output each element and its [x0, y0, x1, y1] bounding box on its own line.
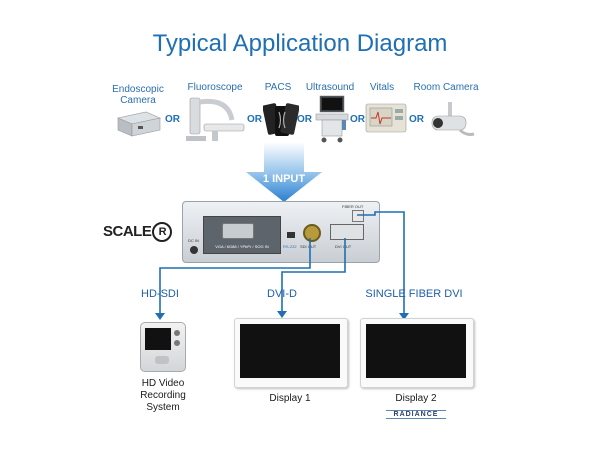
- dvi-out-label: DVI OUT: [335, 244, 352, 249]
- output-label-single-fiber-dvi: SINGLE FIBER DVI: [365, 288, 463, 300]
- source-label-pacs: PACS: [264, 82, 292, 93]
- source-label-endoscopic-camera: Endoscopic Camera: [112, 84, 164, 106]
- source-label-vitals: Vitals: [369, 82, 395, 93]
- dc-in-label: DC IN: [188, 238, 199, 243]
- room-camera-icon: [431, 102, 475, 136]
- pacs-icon: [263, 103, 299, 136]
- or-label: OR: [409, 114, 424, 125]
- page-title: Typical Application Diagram: [152, 30, 448, 57]
- sdi-out-label: SDI OUT: [300, 244, 317, 249]
- fiber-out-label: FIBER OUT: [342, 204, 364, 209]
- rs232-label: RS-232: [283, 244, 297, 249]
- recorder-dpad-icon: [155, 356, 169, 364]
- recorder-screen: [145, 328, 171, 350]
- ultrasound-icon: [315, 95, 349, 143]
- fiber-out-port: [352, 210, 364, 222]
- or-label: OR: [350, 114, 365, 125]
- caption-display-2: Display 2: [395, 393, 437, 404]
- endoscopic-camera-icon: [117, 111, 161, 137]
- output-label-hd-sdi: HD-SDI: [141, 288, 179, 300]
- dvi-out-port: [330, 224, 364, 240]
- or-label: OR: [297, 114, 312, 125]
- display-1-screen: [240, 324, 340, 378]
- caption-hd-video-recording-system: HD Video Recording System: [140, 378, 186, 413]
- fluoroscope-icon: [186, 97, 245, 141]
- recorder-button-icon: [174, 330, 180, 336]
- source-label-ultrasound: Ultrasound: [305, 82, 355, 93]
- source-label-room-camera: Room Camera: [413, 82, 479, 93]
- rs232-port: [287, 232, 295, 238]
- or-label: OR: [165, 114, 180, 125]
- sdi-out-port: [303, 224, 321, 242]
- dc-in-port: [190, 246, 198, 254]
- input-label: 1 INPUT: [262, 173, 306, 185]
- source-label-fluoroscope: Fluoroscope: [187, 82, 243, 93]
- vga-port-label: VGA / 6G88 / YPbPr / SOG IN: [215, 244, 269, 249]
- or-label: OR: [247, 114, 262, 125]
- input-arrow-icon: [246, 142, 322, 202]
- vga-port: [222, 223, 254, 239]
- caption-display-1: Display 1: [269, 393, 311, 404]
- radiance-logo: RADIANCE: [386, 410, 446, 419]
- recorder-button-icon: [174, 340, 180, 346]
- display-2-screen: [366, 324, 466, 378]
- vitals-icon: [365, 103, 407, 133]
- output-label-dvi-d: DVI-D: [267, 288, 297, 300]
